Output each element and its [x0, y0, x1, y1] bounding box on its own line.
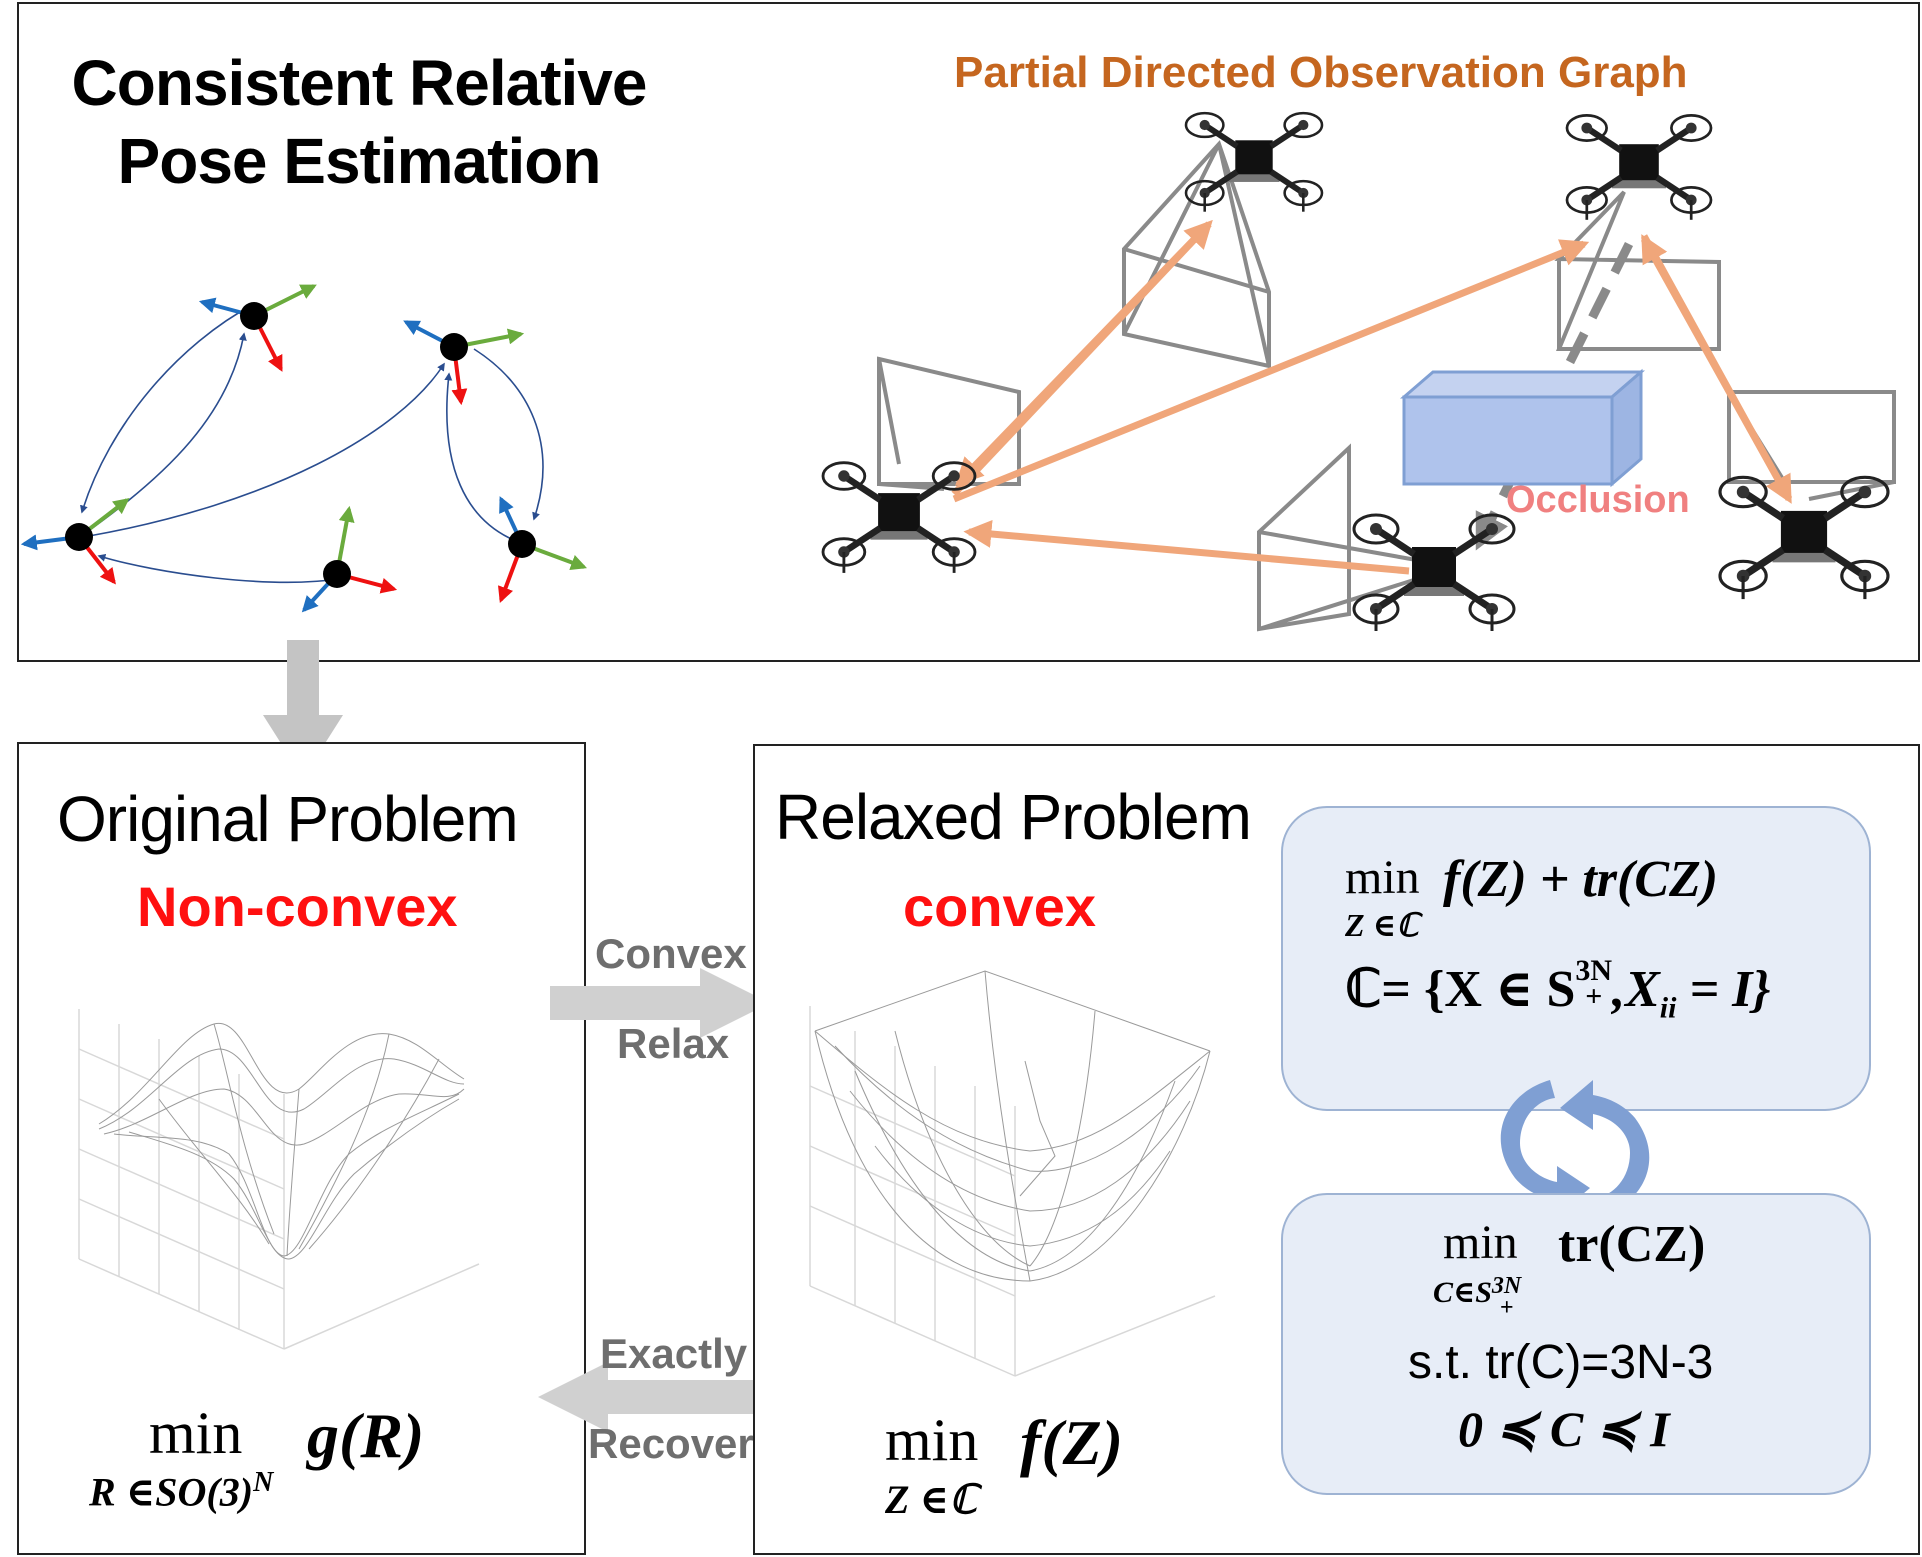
- occlusion-label: Occlusion: [1506, 479, 1690, 521]
- box1-subscript: Z ∈ℂ: [1345, 907, 1419, 943]
- original-subscript-text: R ∈SO(3): [89, 1469, 254, 1515]
- graph-title: Partial Directed Observation Graph: [954, 48, 1688, 97]
- drone-icon: [823, 463, 975, 573]
- pose-frame: [498, 496, 588, 603]
- relaxed-problem-title: Relaxed Problem: [775, 781, 1252, 853]
- box2-min: min: [1443, 1216, 1518, 1269]
- original-subscript-sup: N: [253, 1467, 274, 1498]
- pose-frame: [198, 284, 317, 372]
- top-panel: Consistent Relative Pose Estimation Part…: [17, 2, 1920, 662]
- convex-surface-plot: [809, 970, 1216, 1377]
- pose-graph: [20, 284, 588, 613]
- drone-icon: [1354, 515, 1514, 631]
- pose-frame: [403, 320, 525, 406]
- recover-arrow: [538, 1362, 778, 1432]
- alternation-cycle-icon: [1500, 1080, 1650, 1216]
- relax-label: Relax: [617, 1020, 730, 1067]
- drone-icon: [1720, 477, 1888, 599]
- exactly-label: Exactly: [600, 1330, 748, 1377]
- box1-set-tail-sub: ii: [1659, 991, 1677, 1025]
- original-func: g(R): [307, 1400, 425, 1471]
- box1-set-def: ℂ= {X ∈ S: [1345, 961, 1576, 1018]
- box1-min: min: [1345, 851, 1420, 904]
- box2-sub-text: C∈S: [1433, 1276, 1492, 1309]
- original-problem-panel: Original Problem Non-convex: [17, 742, 586, 1555]
- box2-constraint2: 0 ≼ C ≼ I: [1458, 1401, 1670, 1457]
- relaxed-objective: min Z ∈ℂ f(Z): [885, 1406, 1215, 1536]
- box1-set-end: = I}: [1676, 961, 1771, 1018]
- box1-expr: f(Z) + tr(CZ): [1443, 851, 1719, 908]
- original-min: min: [149, 1400, 243, 1466]
- box1-set-tail: ,X: [1612, 961, 1660, 1018]
- recover-label: Recover: [588, 1420, 754, 1467]
- drone-icon: [1186, 113, 1322, 212]
- drone-icon: [1567, 115, 1711, 219]
- box2-constraint1: s.t. tr(C)=3N-3: [1408, 1336, 1714, 1389]
- original-objective: min R ∈SO(3)N g(R): [89, 1399, 529, 1529]
- relaxed-subscript: Z ∈ℂ: [885, 1477, 977, 1522]
- original-subscript: R ∈SO(3)N: [89, 1467, 273, 1515]
- nonconvex-label: Non-convex: [137, 875, 458, 938]
- occlusion-block: [1399, 368, 1646, 488]
- main-title: Consistent Relative Pose Estimation: [39, 44, 679, 200]
- pose-frame: [301, 505, 398, 613]
- nonconvex-surface-plot: [78, 1009, 480, 1350]
- pose-frame: [20, 498, 130, 585]
- box1-objective: min Z ∈ℂ f(Z) + tr(CZ): [1345, 850, 1865, 960]
- camera-frustums: [877, 140, 1896, 632]
- relaxed-func: f(Z): [1020, 1407, 1124, 1478]
- relax-arrow: [550, 968, 770, 1038]
- box1-set-plus: +: [1585, 980, 1603, 1013]
- drone-observation-graph: [19, 4, 1896, 664]
- original-problem-title: Original Problem: [57, 783, 519, 855]
- main-title-line1: Consistent Relative: [71, 47, 648, 119]
- observation-arrows: [951, 219, 1793, 575]
- box1-set-sup: 3N: [1575, 954, 1613, 987]
- convex-label-red: convex: [903, 875, 1096, 938]
- box2-sub-sup: 3N: [1491, 1273, 1522, 1299]
- box2-expr: tr(CZ): [1558, 1216, 1706, 1273]
- main-title-line2: Pose Estimation: [117, 125, 602, 197]
- box2-sub-plus: +: [1499, 1295, 1514, 1321]
- relaxed-min: min: [885, 1407, 979, 1473]
- convex-label: Convex: [595, 930, 747, 977]
